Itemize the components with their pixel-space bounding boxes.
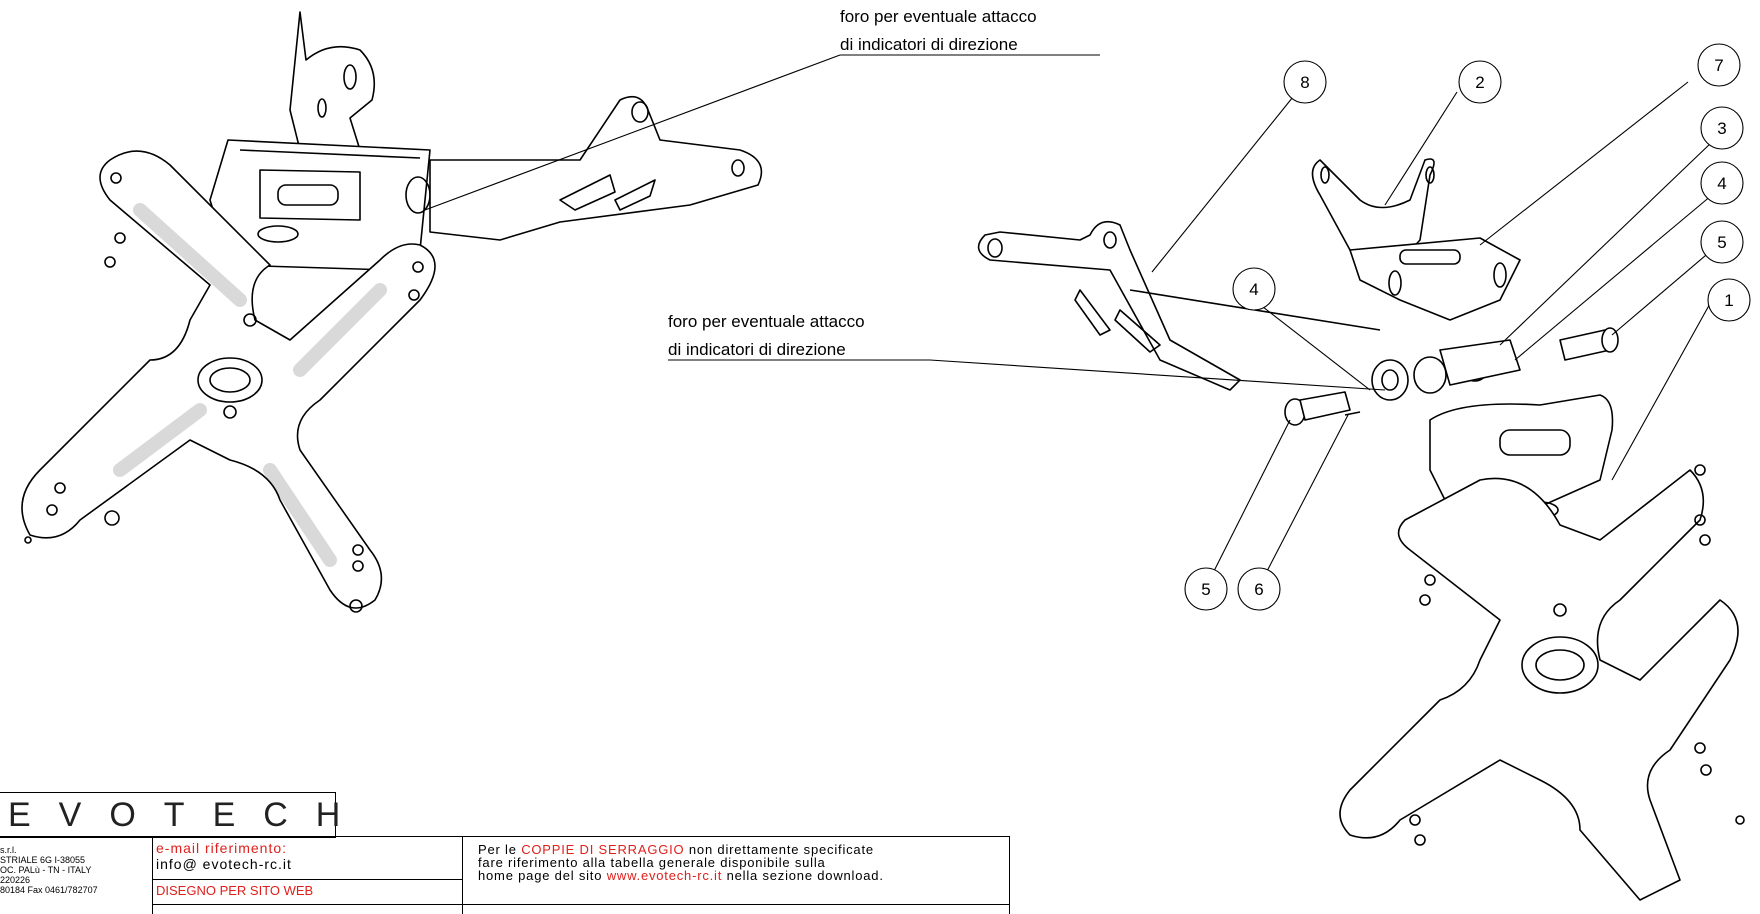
callout-7: 7: [1714, 56, 1723, 75]
address-line: s.r.l.: [0, 845, 17, 855]
torque-highlight: COPPIE DI SERRAGGIO: [521, 842, 685, 857]
address-line: 220226: [0, 875, 31, 885]
callout-5b: 5: [1201, 580, 1210, 599]
callout-1: 1: [1724, 291, 1733, 310]
callout-4: 4: [1717, 174, 1726, 193]
address-line: OC. PALù - TN - ITALY: [0, 865, 92, 875]
callout-4-circle: [1700, 161, 1744, 205]
callout-8-circle: [1283, 60, 1327, 104]
hole-note-mid-line1: foro per eventuale attacco: [668, 312, 865, 331]
email-label: e-mail riferimento:: [156, 840, 288, 856]
hole-note-top-line2: di indicatori di direzione: [840, 35, 1018, 54]
callout-2: 2: [1475, 73, 1484, 92]
callout-6-circle: [1237, 567, 1281, 611]
callout-7-circle: [1697, 43, 1741, 87]
callout-5: 5: [1717, 233, 1726, 252]
callout-3: 3: [1717, 119, 1726, 138]
leader-lines: [424, 54, 1713, 576]
website-link[interactable]: www.evotech-rc.it: [606, 868, 723, 883]
hole-note-mid: foro per eventuale attacco di indicatori…: [668, 308, 865, 364]
torque-line3-pre: home page del sito: [478, 868, 603, 883]
callout-1-circle: [1707, 278, 1751, 322]
address-line: 80184 Fax 0461/782707: [0, 885, 98, 895]
email-address: info@ evotech-rc.it: [156, 856, 292, 872]
callout-5-circle: [1700, 220, 1744, 264]
torque-line2: fare riferimento alla tabella generale d…: [478, 855, 826, 870]
callout-8: 8: [1300, 73, 1309, 92]
hole-note-top-line1: foro per eventuale attacco: [840, 7, 1037, 26]
torque-note: Per le COPPIE DI SERRAGGIO non direttame…: [463, 836, 1010, 914]
torque-rest: non direttamente specificate: [688, 842, 874, 857]
torque-line3-post: nella sezione download.: [726, 868, 884, 883]
company-address: s.r.l. STRIALE 6G I-38055 OC. PALù - TN …: [0, 836, 153, 914]
evotech-logo: EVOTECH: [8, 796, 369, 834]
callout-4b: 4: [1249, 280, 1258, 299]
title-block: EVOTECH s.r.l. STRIALE 6G I-38055 OC. PA…: [0, 792, 1010, 914]
assembled-plate-holder: [21, 11, 763, 613]
callout-4b-circle: [1232, 267, 1276, 311]
exploded-view: [977, 158, 1745, 901]
callout-6: 6: [1254, 580, 1263, 599]
logo-box: EVOTECH: [0, 792, 340, 838]
contact-cell: e-mail riferimento: info@ evotech-rc.it …: [153, 836, 463, 914]
torque-prefix: Per le: [478, 842, 517, 857]
callout-5b-circle: [1184, 567, 1228, 611]
address-line: STRIALE 6G I-38055: [0, 855, 86, 865]
drawing-type: DISEGNO PER SITO WEB: [156, 883, 314, 898]
hole-note-top: foro per eventuale attacco di indicatori…: [840, 3, 1037, 59]
callout-2-circle: [1458, 60, 1502, 104]
hole-note-mid-line2: di indicatori di direzione: [668, 340, 846, 359]
callout-3-circle: [1700, 106, 1744, 150]
